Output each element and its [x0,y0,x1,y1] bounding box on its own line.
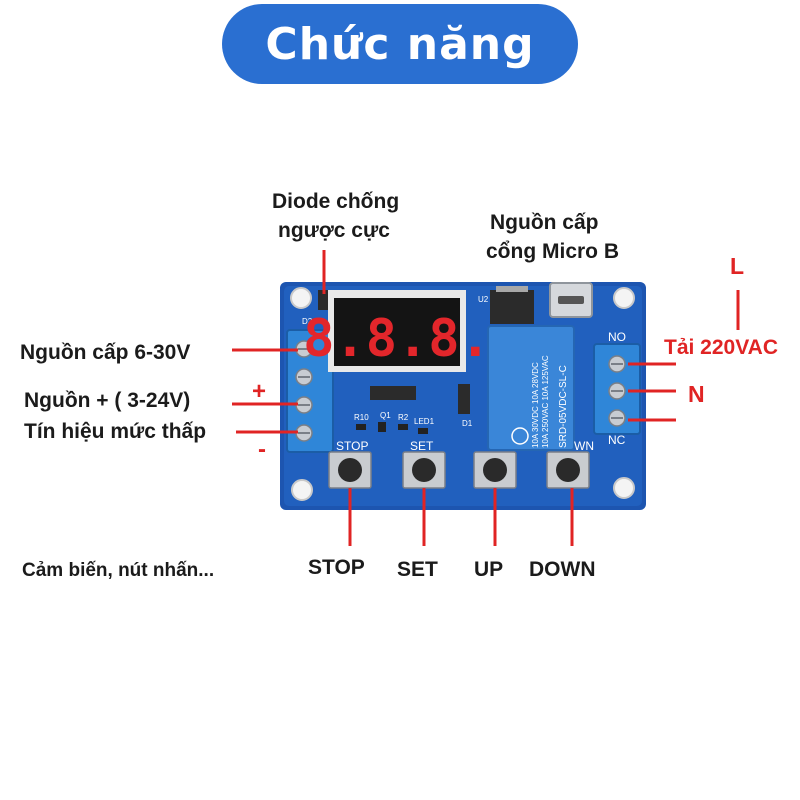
pointer-lines [232,250,740,546]
display-digits: 8.8.8. [303,309,491,369]
title-banner: Chức năng [222,4,578,84]
mount-hole-tl [290,287,312,309]
micro-usb-slot [558,296,584,304]
ic-chip [370,386,416,400]
silk-led1: LED1 [414,417,435,426]
label-N: N [688,381,705,407]
silk-u2: U2 [478,295,489,304]
silk-d2: D2 [302,317,313,326]
label-L: L [730,253,745,279]
display-face [334,298,460,366]
btn-down-silk: WN [574,439,594,453]
silk-d1: D1 [462,419,473,428]
label-plus-sign: + [252,378,267,405]
label-power-plus: Nguồn + ( 3-24V) [24,389,191,412]
relay-model: SRD-05VDC-SL-C [558,365,569,448]
label-micro-2: cổng Micro B [486,240,620,263]
smd-parts [356,422,428,434]
label-low-signal: Tín hiệu mức thấp [24,420,207,443]
terminal-nc-label: NC [608,433,626,447]
label-micro-1: Nguồn cấp [490,211,599,234]
label-sensor: Cảm biến, nút nhấn... [22,560,215,581]
mount-hole-br [613,477,635,499]
label-set: SET [397,558,438,581]
btn-stop-silk: STOP [336,439,368,453]
left-terminal-block [286,329,334,453]
diode-d1 [458,384,470,414]
relay-rating1: 10A 250VAC 10A 125VAC [541,355,550,448]
label-diode-2: ngược cực [278,219,390,242]
button-stop[interactable] [328,451,372,489]
label-diode-1: Diode chống [272,190,400,213]
relay [487,325,575,451]
button-up[interactable] [473,451,517,489]
silk-r10: R10 [354,413,369,422]
silk-r2: R2 [398,413,409,422]
label-up: UP [474,558,504,581]
mount-hole-bl [291,479,313,501]
relay-rating2: 10A 30VDC 10A 28VDC [531,362,540,448]
button-down[interactable] [546,451,590,489]
transistor-u2 [490,290,534,324]
silk-q1: Q1 [380,411,391,420]
label-down: DOWN [529,558,596,581]
label-power-6-30: Nguồn cấp 6-30V [20,341,191,364]
transistor-tab [496,286,528,292]
relay-cert-mark [511,427,529,445]
title-text: Chức năng [265,18,535,70]
label-load: Tải 220VAC [664,336,778,359]
mount-hole-tr [613,287,635,309]
btn-set-silk: SET [410,439,434,453]
terminal-no-label: NO [608,330,626,344]
label-stop: STOP [308,556,365,579]
button-set[interactable] [402,451,446,489]
label-minus-sign: - [258,436,266,463]
